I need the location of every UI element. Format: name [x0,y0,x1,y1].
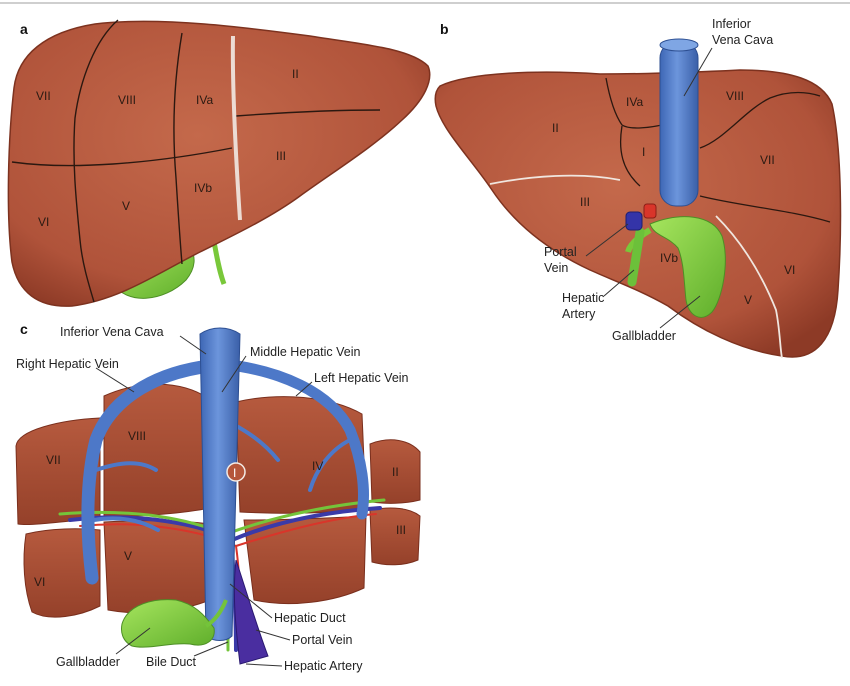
panel-a-liver [7,20,431,307]
panel-b-ivc [659,41,699,207]
panel-c-seg-vi: VI [34,575,45,589]
panel-b-artery-stub [643,203,657,219]
panel-a-line-2 [11,147,233,167]
panel-b-portal-label-1: Portal [544,245,577,259]
panel-c-block-v [103,520,211,614]
panel-b-ivc-top [659,38,699,52]
panel-c-seg-i: I [233,466,236,480]
panel-b-seg-iva: IVa [626,95,643,109]
panel-c-hepatic-artery-label: Hepatic Artery [284,659,363,673]
panel-c-portal-vein-label: Portal Vein [292,633,353,647]
panel-a-seg-iva: IVa [196,93,213,107]
panel-c-leader-bile-duct [193,641,229,657]
panel-a-seg-ii: II [292,67,299,81]
panel-a-falciform [230,35,242,221]
panel-b-letter: b [440,21,449,37]
panel-a-seg-v: V [122,199,130,213]
panel-c-leader-right-hv [95,367,135,393]
panel-b-artery-label-2: Artery [562,307,596,321]
panel-c-leader-hepatic-duct [229,583,273,619]
panel-a-seg-iii: III [276,149,286,163]
panel-b-ivc-label-2: Vena Cava [712,33,773,47]
panel-a-line-1 [73,19,119,303]
panel-c-letter: c [20,321,28,337]
panel-c-leader-left-hv [295,381,313,397]
panel-c-leader-hepatic-artery [245,663,283,667]
panel-c-cystic-duct [204,599,228,628]
panel-c-block-ii [369,439,421,504]
panel-a-seg-vii: VII [36,89,51,103]
panel-c-seg-v: V [124,549,132,563]
panel-b-white-line-2 [715,215,783,359]
panel-c-seg-iii: III [396,523,406,537]
panel-b-leader-gb [659,295,701,329]
panel-c-block-iii [369,507,421,566]
panel-b-seg-iii: III [580,195,590,209]
panel-c-block-iv-lower [243,515,367,605]
panel-b-line-4 [699,195,831,223]
panel-a-seg-ivb: IVb [194,181,212,195]
panel-b-leader-portal [585,223,629,257]
panel-b-gallbladder [649,216,726,318]
panel-c-seg-vii: VII [46,453,61,467]
panel-b-leader-artery [603,269,635,297]
panel-c-hv-twigs [92,418,352,532]
panel-c-ivc-label: Inferior Vena Cava [60,325,164,339]
panel-b-seg-ivb: IVb [660,251,678,265]
panel-c: c I [15,321,421,673]
panel-b-line-1 [605,77,667,129]
panel-c-left-hv-label: Left Hepatic Vein [314,371,409,385]
panel-a-line-3 [173,32,183,265]
panel-c-left-hepatic-vein [216,358,369,520]
panel-b-seg-v: V [744,293,752,307]
panel-b-seg-i: I [642,145,645,159]
panel-b-white-line-1 [489,174,621,185]
panel-c-leader-middle-hv [221,355,247,393]
panel-c-portal-trunk [233,559,269,665]
panel-c-gallbladder [121,599,215,648]
panel-b-hepatic-artery-tube [627,227,645,287]
panel-c-right-hepatic-vein [81,359,217,585]
panel-c-block-vi [23,528,101,618]
panel-c-seg-i-marker [226,462,246,482]
panel-b-leader-ivc [683,47,713,97]
panel-c-leader-gallbladder [115,627,151,655]
panel-b-portal-vein-stub [625,211,643,231]
panel-c-leader-ivc [179,335,207,355]
panel-c-seg-iv: IV [312,459,323,473]
panel-c-bile-duct-label: Bile Duct [146,655,197,669]
panel-c-gallbladder-label: Gallbladder [56,655,120,669]
panel-c-right-hv-label: Right Hepatic Vein [16,357,119,371]
panel-c-hepatic-duct-label: Hepatic Duct [274,611,346,625]
panel-a: a VII VIII IVa II III VI V IVb [7,19,431,307]
panel-b-gb-label: Gallbladder [612,329,676,343]
panel-c-seg-ii: II [392,465,399,479]
panel-b-seg-vi: VI [784,263,795,277]
panel-c-block-iv [235,396,367,514]
panel-b-seg-viii: VIII [726,89,744,103]
panel-b-artery-label-1: Hepatic [562,291,604,305]
panel-b-ivc-label-1: Inferior [712,17,751,31]
panel-a-seg-vi: VI [38,215,49,229]
panel-b-portal-label-2: Vein [544,261,568,275]
panel-b: b IVa VIII II I VII III IVb VI V [434,17,842,359]
panel-b-seg-ii: II [552,121,559,135]
panel-c-leader-portal-vein [255,629,291,641]
panel-c-seg-viii: VIII [128,429,146,443]
panel-c-middle-hv-label: Middle Hepatic Vein [250,345,361,359]
panel-a-seg-viii: VIII [118,93,136,107]
panel-a-letter: a [20,21,28,37]
panel-a-line-4 [235,109,381,117]
panel-b-line-3 [699,91,821,149]
panel-b-line-2 [619,125,641,187]
panel-b-seg-vii: VII [760,153,775,167]
